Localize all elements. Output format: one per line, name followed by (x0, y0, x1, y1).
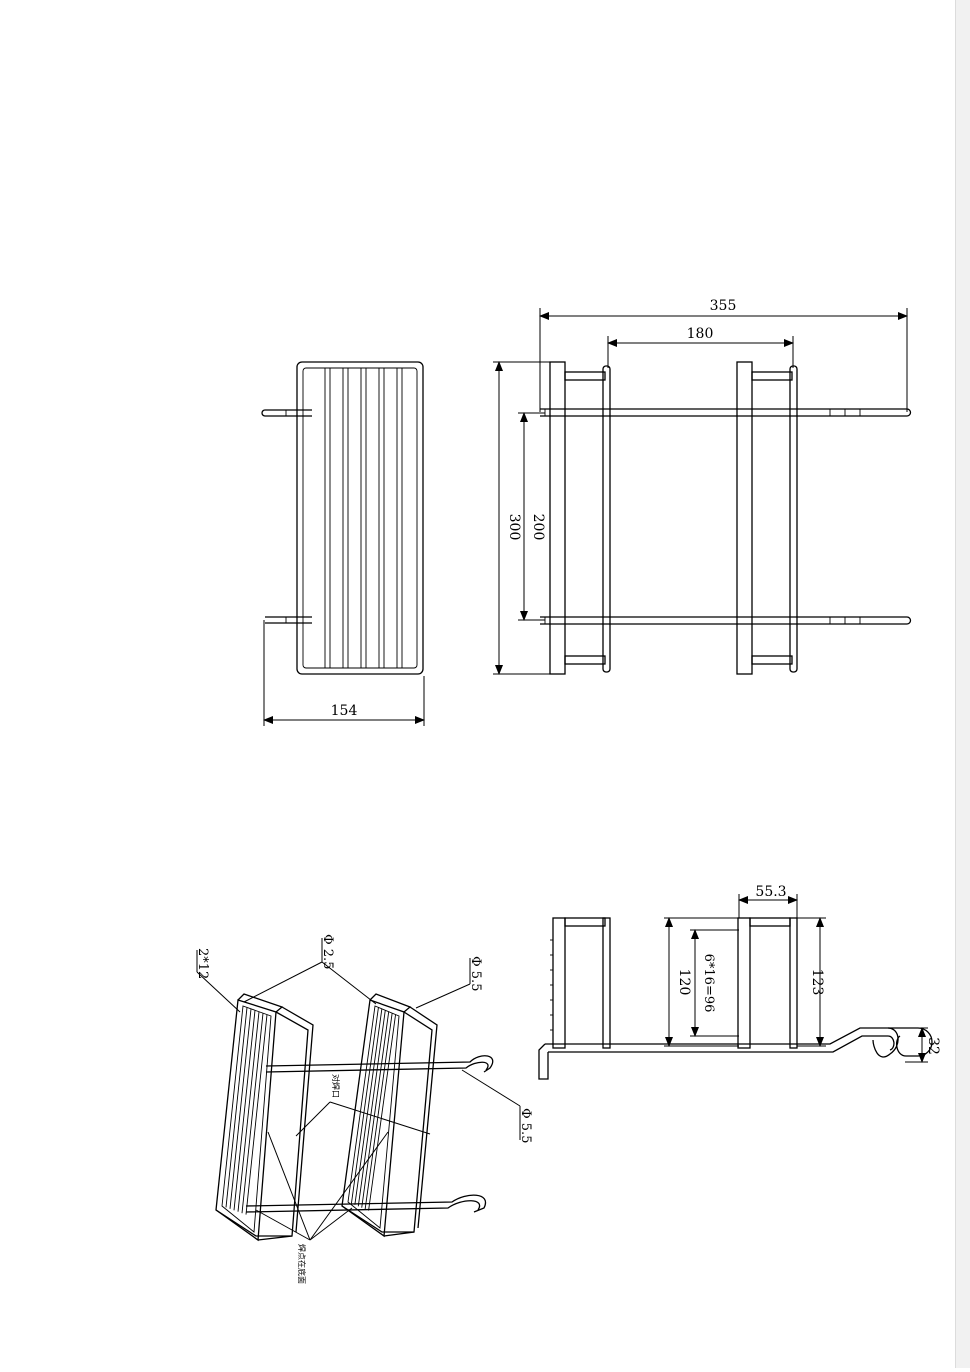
iso-basket-left-slats (225, 1007, 268, 1215)
iso-note-weld-joint: 对焊口 (331, 1074, 341, 1098)
leader-2x12 (196, 971, 241, 1013)
leader-bottom-c (255, 1209, 311, 1241)
dim-154-label: 154 (331, 703, 358, 719)
iso-basket-right-slats (350, 1007, 397, 1211)
dim-123-label: 123 (809, 969, 825, 996)
leader-phi55-bottom (461, 1069, 521, 1107)
iso-slat (357, 1010, 386, 1207)
iso-label-2x12: 2*12 (195, 948, 210, 979)
iso-label-phi55-bottom: Φ 5.5 (518, 1108, 533, 1143)
iso-label-phi25: Φ 2.5 (320, 934, 335, 969)
leader-phi25-a (321, 961, 377, 1005)
dim-180-label: 180 (687, 326, 714, 342)
leader-weld-a (295, 1101, 331, 1137)
iso-slat (237, 1011, 260, 1212)
end-view-basket-right-top-rail (749, 917, 791, 927)
end-view-rod-left-hook (538, 1043, 549, 1080)
iso-slat (241, 1013, 264, 1214)
leader-weld-b (329, 1101, 431, 1135)
side-view-basket-right-panel (736, 361, 753, 675)
end-view-basket-left-panel (552, 917, 566, 1049)
side-view: 355 180 300 200 (493, 298, 912, 675)
leader-phi25-b (243, 961, 323, 1003)
end-view-basket-right-post (789, 917, 798, 1049)
dim-300-label: 300 (506, 514, 522, 541)
side-view-basket-left-top-rail (564, 371, 606, 381)
top-view-frame (296, 361, 424, 675)
side-view-rod-upper (540, 408, 912, 417)
leader-bottom-b (309, 1131, 389, 1241)
side-view-basket-right-post (789, 365, 798, 673)
dim-355-label: 355 (710, 298, 737, 314)
iso-slat (354, 1008, 383, 1205)
end-view: 55.3 120 6*16=96 123 32 (538, 884, 941, 1080)
dim-120-label: 120 (676, 969, 692, 996)
iso-label-phi55-top: Φ 5.5 (468, 956, 483, 991)
iso-view: 2*12 Φ 2.5 Φ 5.5 Φ 5.5 对焊口 焊点在底面 (195, 934, 533, 1284)
end-view-basket-left-ticks (550, 939, 553, 1031)
dim-32-label: 32 (925, 1037, 941, 1055)
iso-basket-left (215, 993, 314, 1242)
end-view-rod-top (545, 1027, 888, 1045)
leader-bottom-a (267, 1131, 311, 1241)
iso-slat (229, 1008, 252, 1209)
top-view-rod-lower (265, 616, 312, 624)
end-view-j-hook-outer (872, 1027, 899, 1058)
dim-200-label: 200 (530, 514, 546, 541)
end-view-basket-right-panel (737, 917, 751, 1049)
side-view-basket-right-bottom-rail (751, 655, 793, 665)
iso-basket-right (341, 993, 438, 1238)
top-view-slats (324, 368, 403, 668)
iso-rod-upper (265, 1055, 494, 1073)
top-view-inner-frame (302, 367, 418, 669)
end-view-basket-left-top-rail (564, 917, 606, 927)
side-view-rod-lower (540, 616, 912, 625)
iso-note-bottom: 焊点在底面 (297, 1244, 307, 1284)
iso-slat (364, 1013, 393, 1210)
end-view-j-hook-inner (887, 1035, 895, 1051)
side-view-basket-left-post (602, 365, 611, 673)
iso-slat (350, 1007, 379, 1204)
iso-slat (233, 1010, 256, 1211)
dim-55-label: 55.3 (755, 884, 786, 900)
iso-slat (225, 1007, 248, 1208)
top-view-rod-upper (261, 409, 312, 417)
side-view-basket-left-panel (549, 361, 566, 675)
side-view-basket-left-bottom-rail (564, 655, 606, 665)
iso-slat (361, 1011, 390, 1208)
leader-bottom-d (309, 1207, 353, 1241)
top-view: 154 (261, 361, 425, 726)
iso-basket-right-front (341, 999, 405, 1238)
iso-slat (245, 1014, 268, 1215)
dim-96-label: 6*16=96 (701, 954, 716, 1013)
side-view-basket-right-top-rail (751, 371, 793, 381)
leader-phi55-top (415, 983, 471, 1009)
iso-slat (368, 1014, 397, 1211)
iso-rod-lower (245, 1194, 487, 1213)
iso-basket-left-front (215, 999, 277, 1242)
page-edge (955, 0, 970, 1368)
end-view-basket-left-post (602, 917, 611, 1049)
end-view-rod-bottom (548, 1035, 888, 1053)
